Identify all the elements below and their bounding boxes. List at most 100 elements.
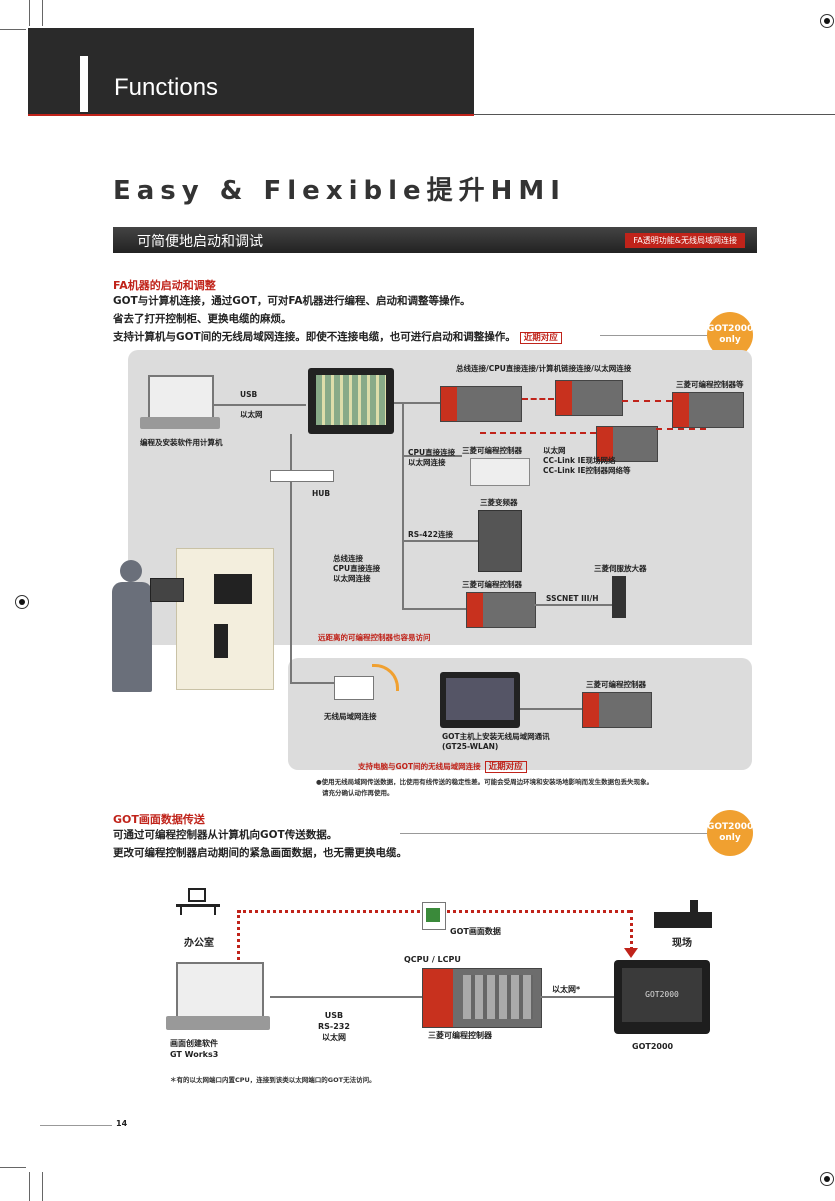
section-title: 可简便地启动和调试 xyxy=(137,234,263,250)
got2000-screen-logo: GOT2000 xyxy=(645,990,679,999)
got-screen xyxy=(316,375,386,425)
hub-cable xyxy=(290,434,292,682)
cclink-field-text: CC-Link IE现场网络 xyxy=(543,456,616,465)
network-link xyxy=(522,398,554,400)
bus-top-label: 总线连接/CPU直接连接/计算机链接连接/以太网连接 xyxy=(456,364,632,373)
hub-device xyxy=(270,470,334,482)
fa-line1: GOT与计算机连接，通过GOT，可对FA机器进行编程、启动和调整等操作。 xyxy=(113,295,471,307)
got-terminal xyxy=(308,368,394,434)
site-label: 现场 xyxy=(672,938,692,949)
laptop-screen xyxy=(148,375,214,419)
servo-device xyxy=(612,576,626,618)
cabinet-got-icon xyxy=(214,574,252,604)
divider-line xyxy=(600,335,710,336)
laptop-screen xyxy=(176,962,264,1018)
plc-unit xyxy=(440,386,522,422)
page-title: Easy & Flexible提升HMI xyxy=(113,176,566,206)
plc-compact xyxy=(470,458,530,486)
got-wlan-terminal xyxy=(440,672,520,728)
eth-net-label: 以太网 CC-Link IE现场网络 CC-Link IE控制器网络等 xyxy=(543,446,631,476)
rs422-cable xyxy=(402,540,478,542)
eth-net-text: 以太网 xyxy=(543,446,566,455)
person-body-icon xyxy=(112,582,152,692)
plc-right-label: 三菱可编程控制器等 xyxy=(676,380,744,389)
control-cabinet xyxy=(176,548,274,690)
cpu-cable xyxy=(402,455,462,457)
office-desk-icon xyxy=(176,888,220,915)
crop-mark xyxy=(42,0,43,26)
trunk-cable xyxy=(402,402,404,610)
ethernet-text: 以太网 xyxy=(321,1033,346,1042)
eth-conn-text: 以太网连接 xyxy=(408,458,446,467)
software-label: 画面创建软件 GT Works3 xyxy=(170,1038,218,1060)
software-text: 画面创建软件 xyxy=(170,1039,218,1048)
wireless-router-icon xyxy=(334,676,374,700)
plc-bottom-label: 三菱可编程控制器 xyxy=(462,580,522,589)
registration-mark-icon xyxy=(15,595,29,609)
fa-line3-wrap: 支持计算机与GOT间的无线局域网连接。即使不连接电缆，也可进行启动和调整操作。近… xyxy=(113,329,562,344)
plc-wlan-label: 三菱可编程控制器 xyxy=(586,680,646,689)
usb-cable xyxy=(270,996,422,998)
wlan-support-text: 支持电脑与GOT间的无线局域网连接 xyxy=(358,762,481,771)
data-transfer-path xyxy=(237,910,240,960)
got-transfer-line1: 可通过可编程控制器从计算机向GOT传送数据。 xyxy=(113,829,338,841)
wireless-unit-icon xyxy=(214,624,228,658)
ethernet-label: 以太网 xyxy=(240,410,263,419)
ethernet-got-label: 以太网* xyxy=(552,985,581,994)
bus-conn-label: 总线连接 CPU直接连接 以太网连接 xyxy=(333,554,380,584)
usb-label: USB xyxy=(240,390,258,399)
rs422-label: RS-422连接 xyxy=(408,530,453,539)
crop-mark xyxy=(29,0,30,26)
header-title: Functions xyxy=(114,74,219,101)
wlan-plc-cable xyxy=(520,708,582,710)
gtworks-text: GT Works3 xyxy=(170,1050,219,1059)
plc-unit xyxy=(466,592,536,628)
got-transfer-line2: 更改可编程控制器启动期间的紧急画面数据，也无需更换电缆。 xyxy=(113,847,407,859)
plc-unit xyxy=(555,380,623,416)
wlan-conn-label: 无线局域网连接 xyxy=(324,712,377,721)
eth-conn2-text: 以太网连接 xyxy=(333,574,371,583)
data-transfer-path xyxy=(630,910,633,950)
laptop-base xyxy=(166,1016,270,1030)
section-bar: 可简便地启动和调试 FA透明功能&无线局域网连接 xyxy=(113,227,757,253)
arrow-down-icon xyxy=(624,948,638,958)
inverter-label: 三菱变频器 xyxy=(480,498,518,507)
network-link xyxy=(480,432,596,434)
header-band: Functions xyxy=(28,28,474,116)
section-tag: FA透明功能&无线局域网连接 xyxy=(625,233,745,248)
hub-label: HUB xyxy=(312,489,331,498)
network-link xyxy=(656,428,706,430)
wlan-unit-label: GOT主机上安装无线局域网通讯 (GT25-WLAN) xyxy=(442,732,550,752)
inverter-device xyxy=(478,510,522,572)
registration-mark-icon xyxy=(820,14,834,28)
plc-unit xyxy=(582,692,652,728)
screen-data-file-icon xyxy=(422,902,446,930)
crop-mark xyxy=(0,29,26,30)
note-line1: ●使用无线局域网传送数据，比使用有线传送的稳定性差。可能会受周边环境和安装场地影… xyxy=(316,778,654,786)
servo-label: 三菱伺服放大器 xyxy=(594,564,647,573)
plc-unit xyxy=(596,426,658,462)
soon-badge: 近期对应 xyxy=(519,332,562,344)
person-head-icon xyxy=(120,560,142,582)
ethernet-cable xyxy=(540,996,614,998)
crop-mark xyxy=(0,1167,26,1168)
wlan-unit-text: GOT主机上安装无线局域网通讯 xyxy=(442,732,550,741)
fa-line2: 省去了打开控制柜、更换电缆的麻烦。 xyxy=(113,313,292,325)
bus-cable-2 xyxy=(402,608,468,610)
fa-line3: 支持计算机与GOT间的无线局域网连接。即使不连接电缆，也可进行启动和调整操作。 xyxy=(113,331,516,343)
cpu-direct-text: CPU直接连接 xyxy=(408,448,456,457)
bus-conn-text: 总线连接 xyxy=(333,554,363,563)
plc-rack xyxy=(422,968,542,1028)
fa-heading: FA机器的启动和调整 xyxy=(113,279,216,292)
plc-mid-label: 三菱可编程控制器 xyxy=(462,446,522,455)
network-diagram-panel-ext xyxy=(288,630,752,645)
rs232-text: RS-232 xyxy=(318,1022,350,1031)
handheld-laptop-icon xyxy=(150,578,184,602)
badge-bottom-text: only xyxy=(719,335,741,345)
got2000-terminal: GOT2000 xyxy=(614,960,710,1034)
soon-badge: 近期对应 xyxy=(484,761,527,773)
usb-text: USB xyxy=(324,1011,344,1020)
wlan-cable xyxy=(290,682,340,684)
plc-unit xyxy=(672,392,744,428)
header-red-line xyxy=(28,114,474,116)
